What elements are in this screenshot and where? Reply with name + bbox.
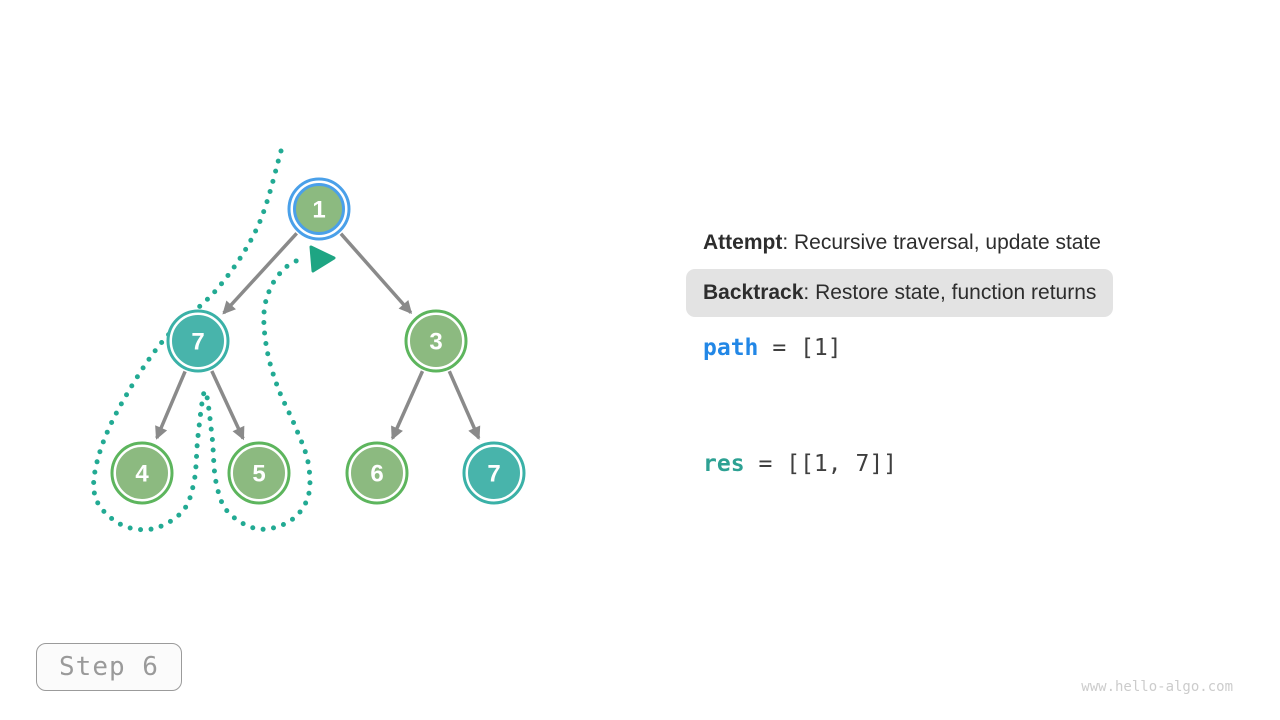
step-badge-label: Step 6 — [59, 652, 159, 682]
tree-node: 7 — [166, 309, 230, 373]
tree-edges — [155, 232, 481, 441]
tree-edge-arrow — [222, 232, 298, 315]
node-disc — [116, 447, 168, 499]
step-badge: Step 6 — [36, 643, 182, 691]
attempt-legend: Attempt: Recursive traversal, update sta… — [703, 230, 1101, 256]
res-variable-value: = [[1, 7]] — [758, 451, 898, 477]
backtrack-arrowhead — [309, 245, 336, 273]
tree-edge-arrow — [339, 232, 413, 315]
backtrack-text: : Restore state, function returns — [803, 281, 1097, 304]
node-value: 7 — [191, 329, 204, 356]
backtrack-dotted-path — [91, 148, 313, 533]
res-variable-line: res = [[1, 7]] — [703, 450, 897, 478]
node-value: 3 — [429, 329, 442, 356]
path-variable-name: path — [703, 335, 759, 361]
node-value: 4 — [135, 461, 149, 488]
node-disc — [233, 447, 285, 499]
path-variable-value: = [1] — [772, 335, 842, 361]
tree-node-selected: 1 — [287, 177, 351, 241]
backtrack-legend-highlighted: Backtrack: Restore state, function retur… — [686, 269, 1114, 317]
node-disc — [410, 315, 462, 367]
tree-node: 4 — [110, 441, 174, 505]
path-variable-line: path = [1] — [703, 334, 842, 362]
node-disc — [172, 315, 224, 367]
node-value: 6 — [370, 461, 383, 488]
backtrack-label: Backtrack — [703, 281, 804, 304]
tree-edge-arrow — [390, 370, 425, 441]
tree-node: 3 — [404, 309, 468, 373]
attempt-text: : Recursive traversal, update state — [782, 231, 1101, 254]
backtrack-trace — [91, 148, 336, 533]
tree-node: 6 — [345, 441, 409, 505]
tree-node: 7 — [462, 441, 526, 505]
tree-edge-arrow — [447, 370, 481, 440]
tree-edge-arrow — [210, 370, 245, 441]
tree-edge-arrow — [155, 370, 187, 440]
node-value: 5 — [252, 461, 265, 488]
attempt-label: Attempt — [703, 231, 783, 254]
tree-node: 5 — [227, 441, 291, 505]
node-value: 1 — [312, 197, 325, 224]
binary-tree-diagram: 1 7 3 4 5 6 7 — [91, 148, 526, 533]
node-disc — [293, 183, 345, 235]
node-value: 7 — [487, 461, 500, 488]
res-variable-name: res — [703, 451, 745, 477]
watermark: www.hello-algo.com — [1081, 679, 1233, 695]
node-disc — [351, 447, 403, 499]
tree-nodes: 1 7 3 4 5 6 7 — [110, 177, 526, 505]
node-disc — [468, 447, 520, 499]
